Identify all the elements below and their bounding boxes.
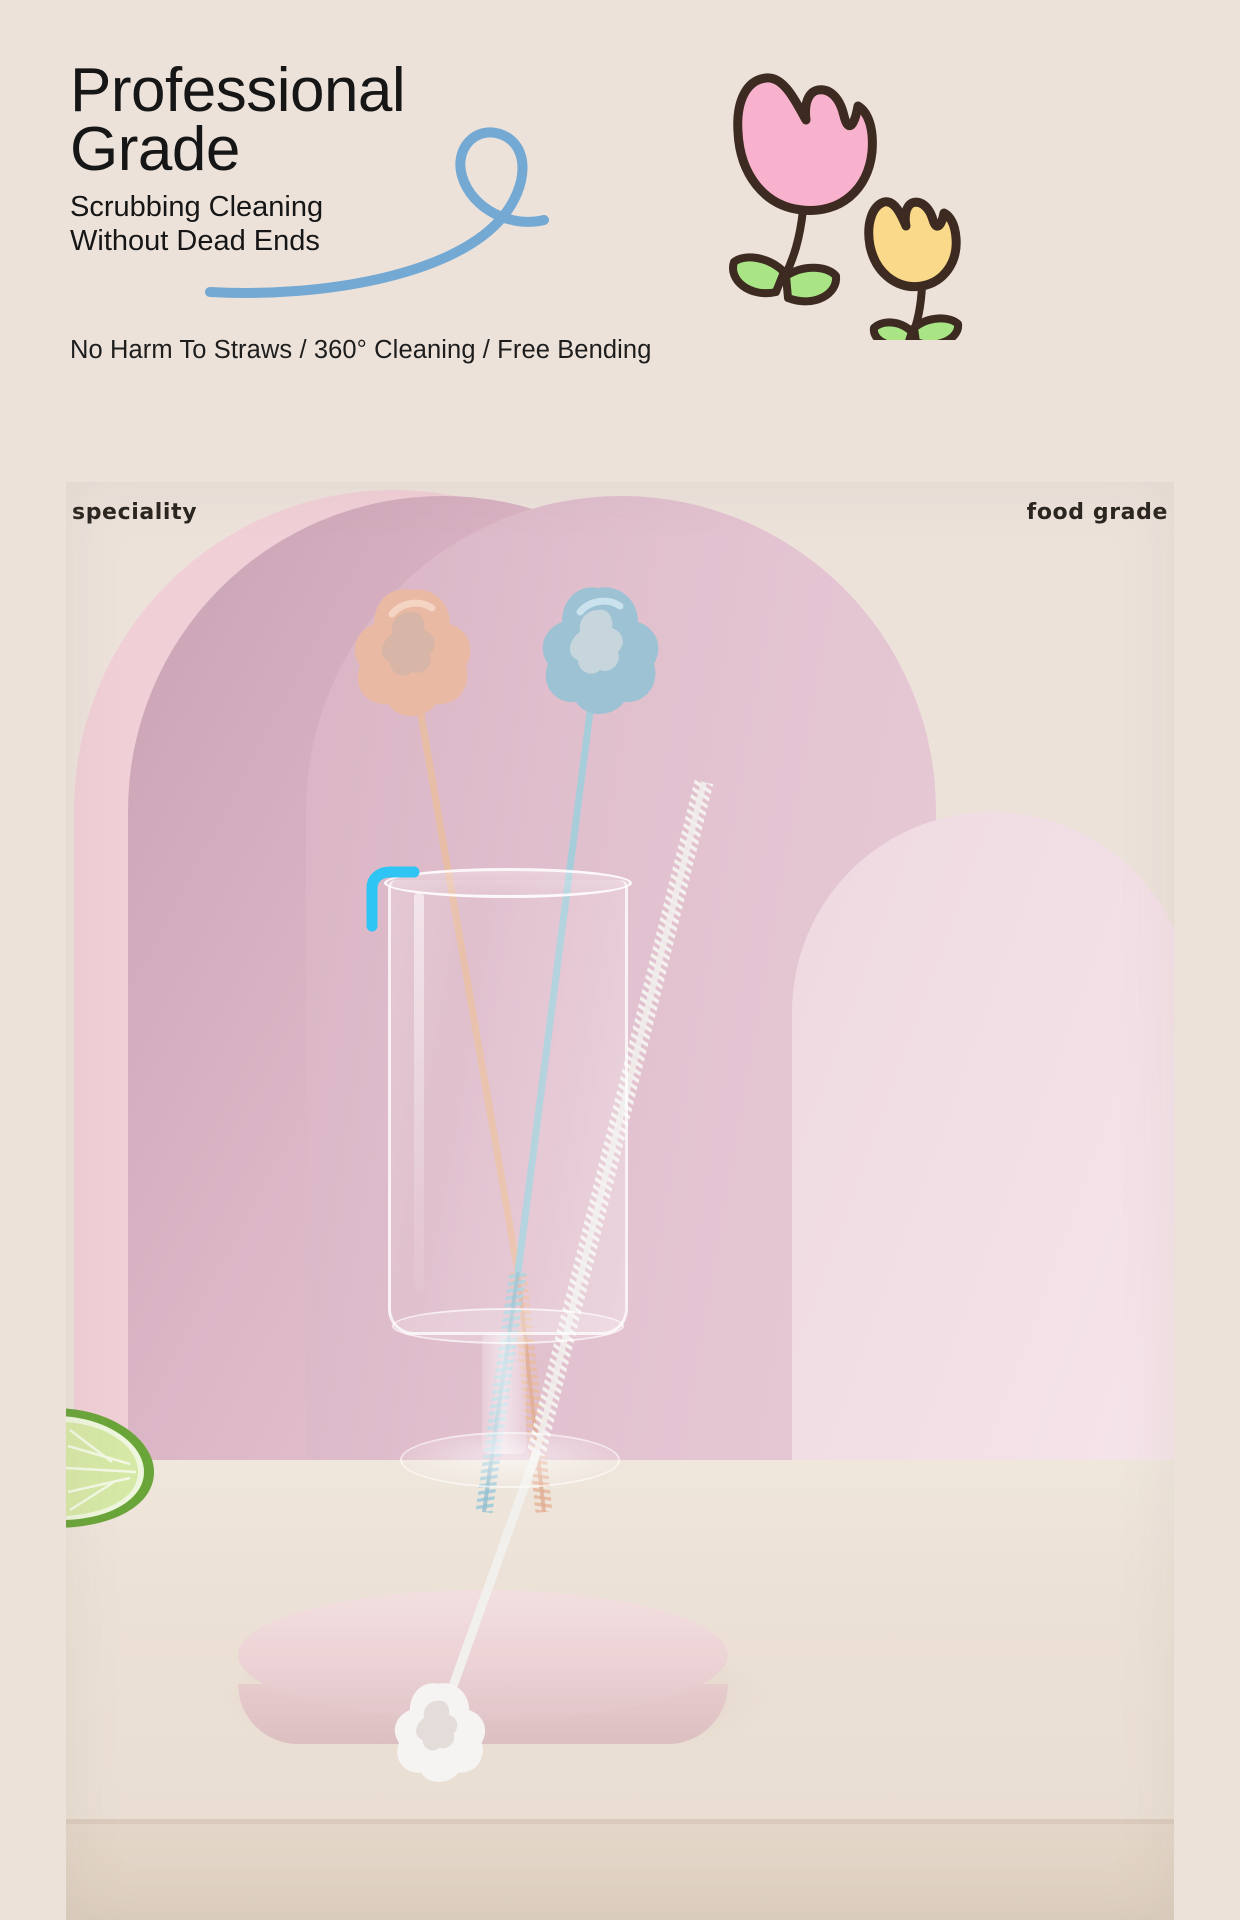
lime-half xyxy=(66,1408,154,1528)
tulip-yellow-icon xyxy=(864,197,962,340)
bent-straw-icon xyxy=(366,866,420,932)
table-front-face xyxy=(66,1824,1174,1920)
glass-rim xyxy=(384,868,632,898)
straw-brush-white xyxy=(394,779,714,1782)
page-title: Professional Grade xyxy=(70,56,406,184)
title-block: Professional Grade Scrubbing Cleaning Wi… xyxy=(70,56,690,258)
product-photo-section: speciality food grade xyxy=(66,482,1174,1920)
label-food-grade: food grade xyxy=(1026,500,1168,525)
table-edge-line xyxy=(66,1819,1174,1824)
glass-foot xyxy=(400,1432,620,1488)
feature-list-text: No Harm To Straws / 360° Cleaning / Free… xyxy=(70,336,652,364)
label-speciality: speciality xyxy=(72,500,198,525)
swoosh-decoration xyxy=(205,127,549,298)
tulip-illustration xyxy=(729,73,962,340)
tulip-pink-icon xyxy=(729,73,877,306)
glass-highlight xyxy=(414,892,424,1292)
page-subtitle: Scrubbing Cleaning Without Dead Ends xyxy=(70,190,324,257)
glass-body xyxy=(388,880,628,1335)
